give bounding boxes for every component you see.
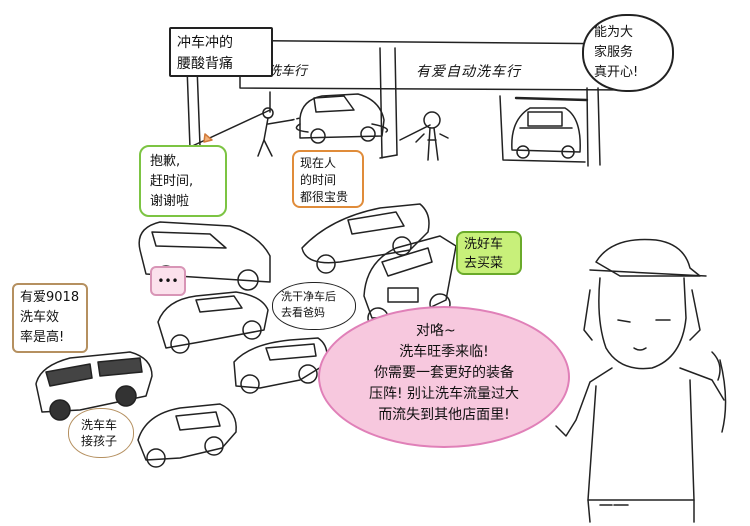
bubble-back-pain-line-1: 冲车冲的 (177, 35, 233, 51)
bubble-buy-groceries: 洗好车 去买菜 (456, 231, 522, 275)
bubble-see-parents-line-1: 洗干净车后 (281, 290, 336, 303)
bubble-sales-pitch-line-4: 压阵! 别让洗车流量过大 (368, 386, 520, 402)
girl-with-cap (555, 238, 727, 523)
bubble-back-pain-line-2: 腰酸背痛 (177, 56, 233, 72)
bubble-happy-to-serve-line-3: 真开心! (594, 65, 639, 80)
bubble-sales-pitch: 对咯~ 洗车旺季来临! 你需要一套更好的装备 压阵! 别让洗车流量过大 而流失到… (318, 306, 570, 448)
minivan (233, 337, 328, 394)
bubble-happy-to-serve: 能为大 家服务 真开心! (582, 14, 674, 92)
washer-worker (257, 107, 301, 157)
sedan-center (301, 203, 430, 274)
bubble-buy-groceries-line-2: 去买菜 (464, 256, 504, 271)
bubble-see-parents-line-2: 去看爸妈 (281, 306, 325, 319)
bubble-time-precious-line-2: 的时间 (300, 173, 337, 187)
orange-bucket (203, 133, 213, 143)
bubble-sorry-line-3: 谢谢啦 (150, 194, 190, 209)
bubble-efficiency-line-1: 有爱9018 (20, 290, 80, 305)
bubble-time-precious: 现在人 的时间 都很宝贵 (292, 150, 364, 208)
bubble-happy-to-serve-line-1: 能为大 (594, 25, 634, 40)
bubble-time-precious-line-1: 现在人 (300, 156, 337, 170)
bubble-efficiency-line-3: 率是高! (20, 330, 65, 345)
dark-suv-front-left (35, 351, 153, 421)
sedan-middle (157, 291, 269, 354)
bubble-pickup-kids: 洗车车 接孩子 (68, 408, 134, 458)
bubble-efficiency-line-2: 洗车效 (20, 310, 60, 325)
bubble-ellipsis: ••• (150, 266, 186, 296)
bubble-see-parents: 洗干净车后 去看爸妈 (272, 282, 356, 330)
bubble-sales-pitch-line-5: 而流失到其他店面里! (378, 407, 510, 423)
bubble-pickup-kids-line-2: 接孩子 (81, 434, 118, 448)
bubble-sorry-line-1: 抱歉, (150, 154, 181, 169)
sign-car-wash-left: 洗车行 (268, 64, 308, 79)
bubble-sales-pitch-line-2: 洗车旺季来临! (399, 344, 489, 360)
bubble-sales-pitch-line-3: 你需要一套更好的装备 (374, 365, 514, 381)
car-in-wash-bay (511, 107, 581, 159)
bubble-time-precious-line-3: 都很宝贵 (300, 190, 349, 204)
bubble-buy-groceries-line-1: 洗好车 (464, 237, 504, 252)
sign-youai-car-wash: 有爱自动洗车行 (416, 64, 521, 80)
car-being-washed (295, 93, 389, 144)
bubble-sorry-in-a-hurry: 抱歉, 赶时间, 谢谢啦 (139, 145, 227, 217)
bubble-back-pain: 冲车冲的 腰酸背痛 (169, 27, 273, 77)
girl-center-figure (415, 111, 449, 161)
bubble-efficiency: 有爱9018 洗车效 率是高! (12, 283, 88, 353)
bubble-pickup-kids-line-1: 洗车车 (81, 418, 118, 432)
hatchback-bottom (137, 403, 237, 468)
bubble-happy-to-serve-line-2: 家服务 (594, 45, 634, 60)
bubble-sales-pitch-line-1: 对咯~ (416, 323, 456, 339)
bubble-sorry-line-2: 赶时间, (150, 174, 194, 189)
